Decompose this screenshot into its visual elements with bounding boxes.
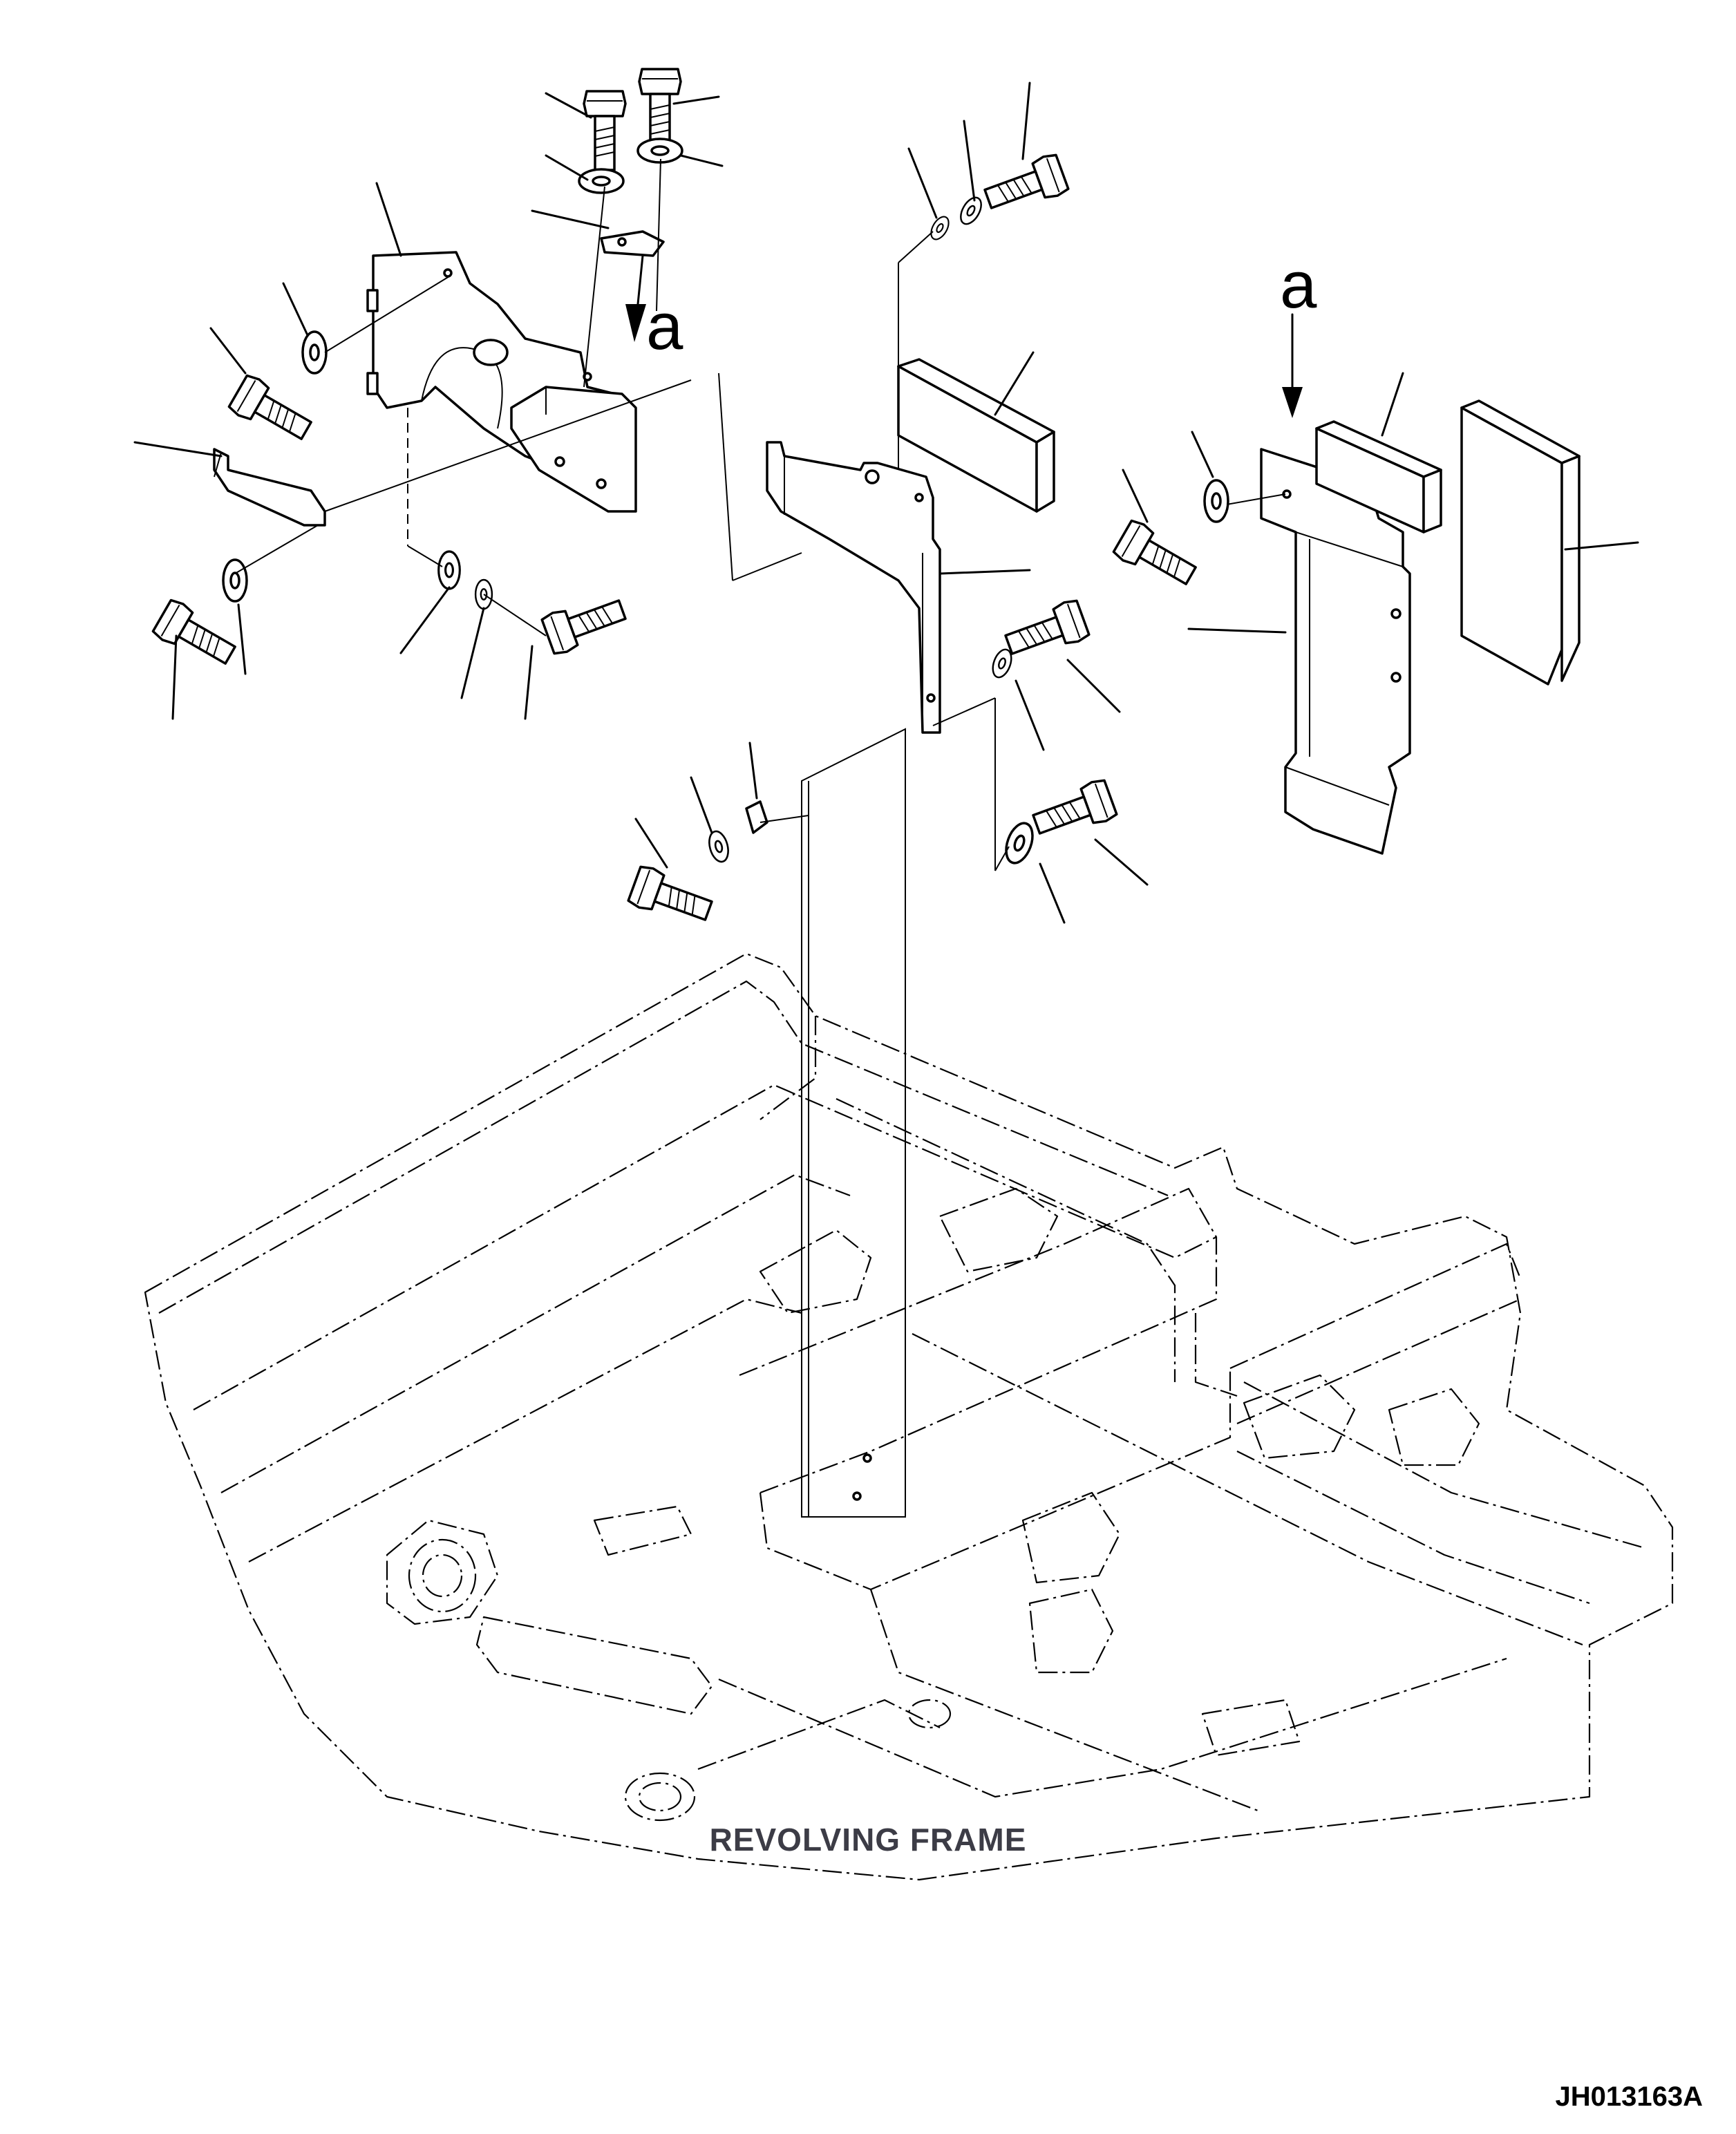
bolt-icon <box>1000 596 1091 665</box>
left-lower-strip <box>213 448 326 527</box>
left-bracket-angle <box>510 386 637 513</box>
washer-icon <box>1000 818 1039 868</box>
bolt-icon <box>583 90 627 171</box>
washer-icon <box>705 828 733 865</box>
washer-icon <box>636 138 683 164</box>
bolt-icon <box>540 589 631 658</box>
washer-icon <box>222 558 248 603</box>
view-marker-a-left: a <box>646 290 683 363</box>
right-cover-plate <box>1260 448 1411 855</box>
washer-icon <box>1203 479 1229 523</box>
right-pad-large <box>1460 399 1581 686</box>
center-leader-lines <box>634 82 1149 924</box>
view-arrow-right <box>1282 313 1303 418</box>
bolt-icon <box>226 372 318 450</box>
view-marker-a-right: a <box>1280 248 1317 322</box>
left-leader-lines <box>133 92 724 720</box>
center-pad-rubber <box>897 358 1055 513</box>
revolving-frame-label: REVOLVING FRAME <box>709 1822 1027 1858</box>
washer-icon <box>578 168 625 194</box>
bolt-icon <box>626 862 717 932</box>
washer-icon <box>927 213 953 243</box>
left-clamp-plate <box>600 230 665 257</box>
view-arrow-left <box>625 254 646 342</box>
right-leader-lines <box>1122 372 1639 634</box>
washer-icon <box>301 330 328 375</box>
bolt-icon <box>638 68 682 149</box>
center-long-strap <box>801 728 906 1518</box>
small-clip <box>745 800 768 834</box>
drawing-code: JH013163A <box>1555 2081 1704 2112</box>
washer-icon <box>955 193 987 229</box>
revolving-frame-outline <box>144 952 1674 1881</box>
washer-icon <box>437 550 461 590</box>
bolt-icon <box>979 151 1070 220</box>
right-pad-small <box>1315 420 1442 534</box>
center-vertical-cover <box>766 441 941 734</box>
bolt-icon <box>150 596 242 674</box>
bolt-icon <box>1028 776 1119 845</box>
bolt-icon <box>1111 517 1202 595</box>
